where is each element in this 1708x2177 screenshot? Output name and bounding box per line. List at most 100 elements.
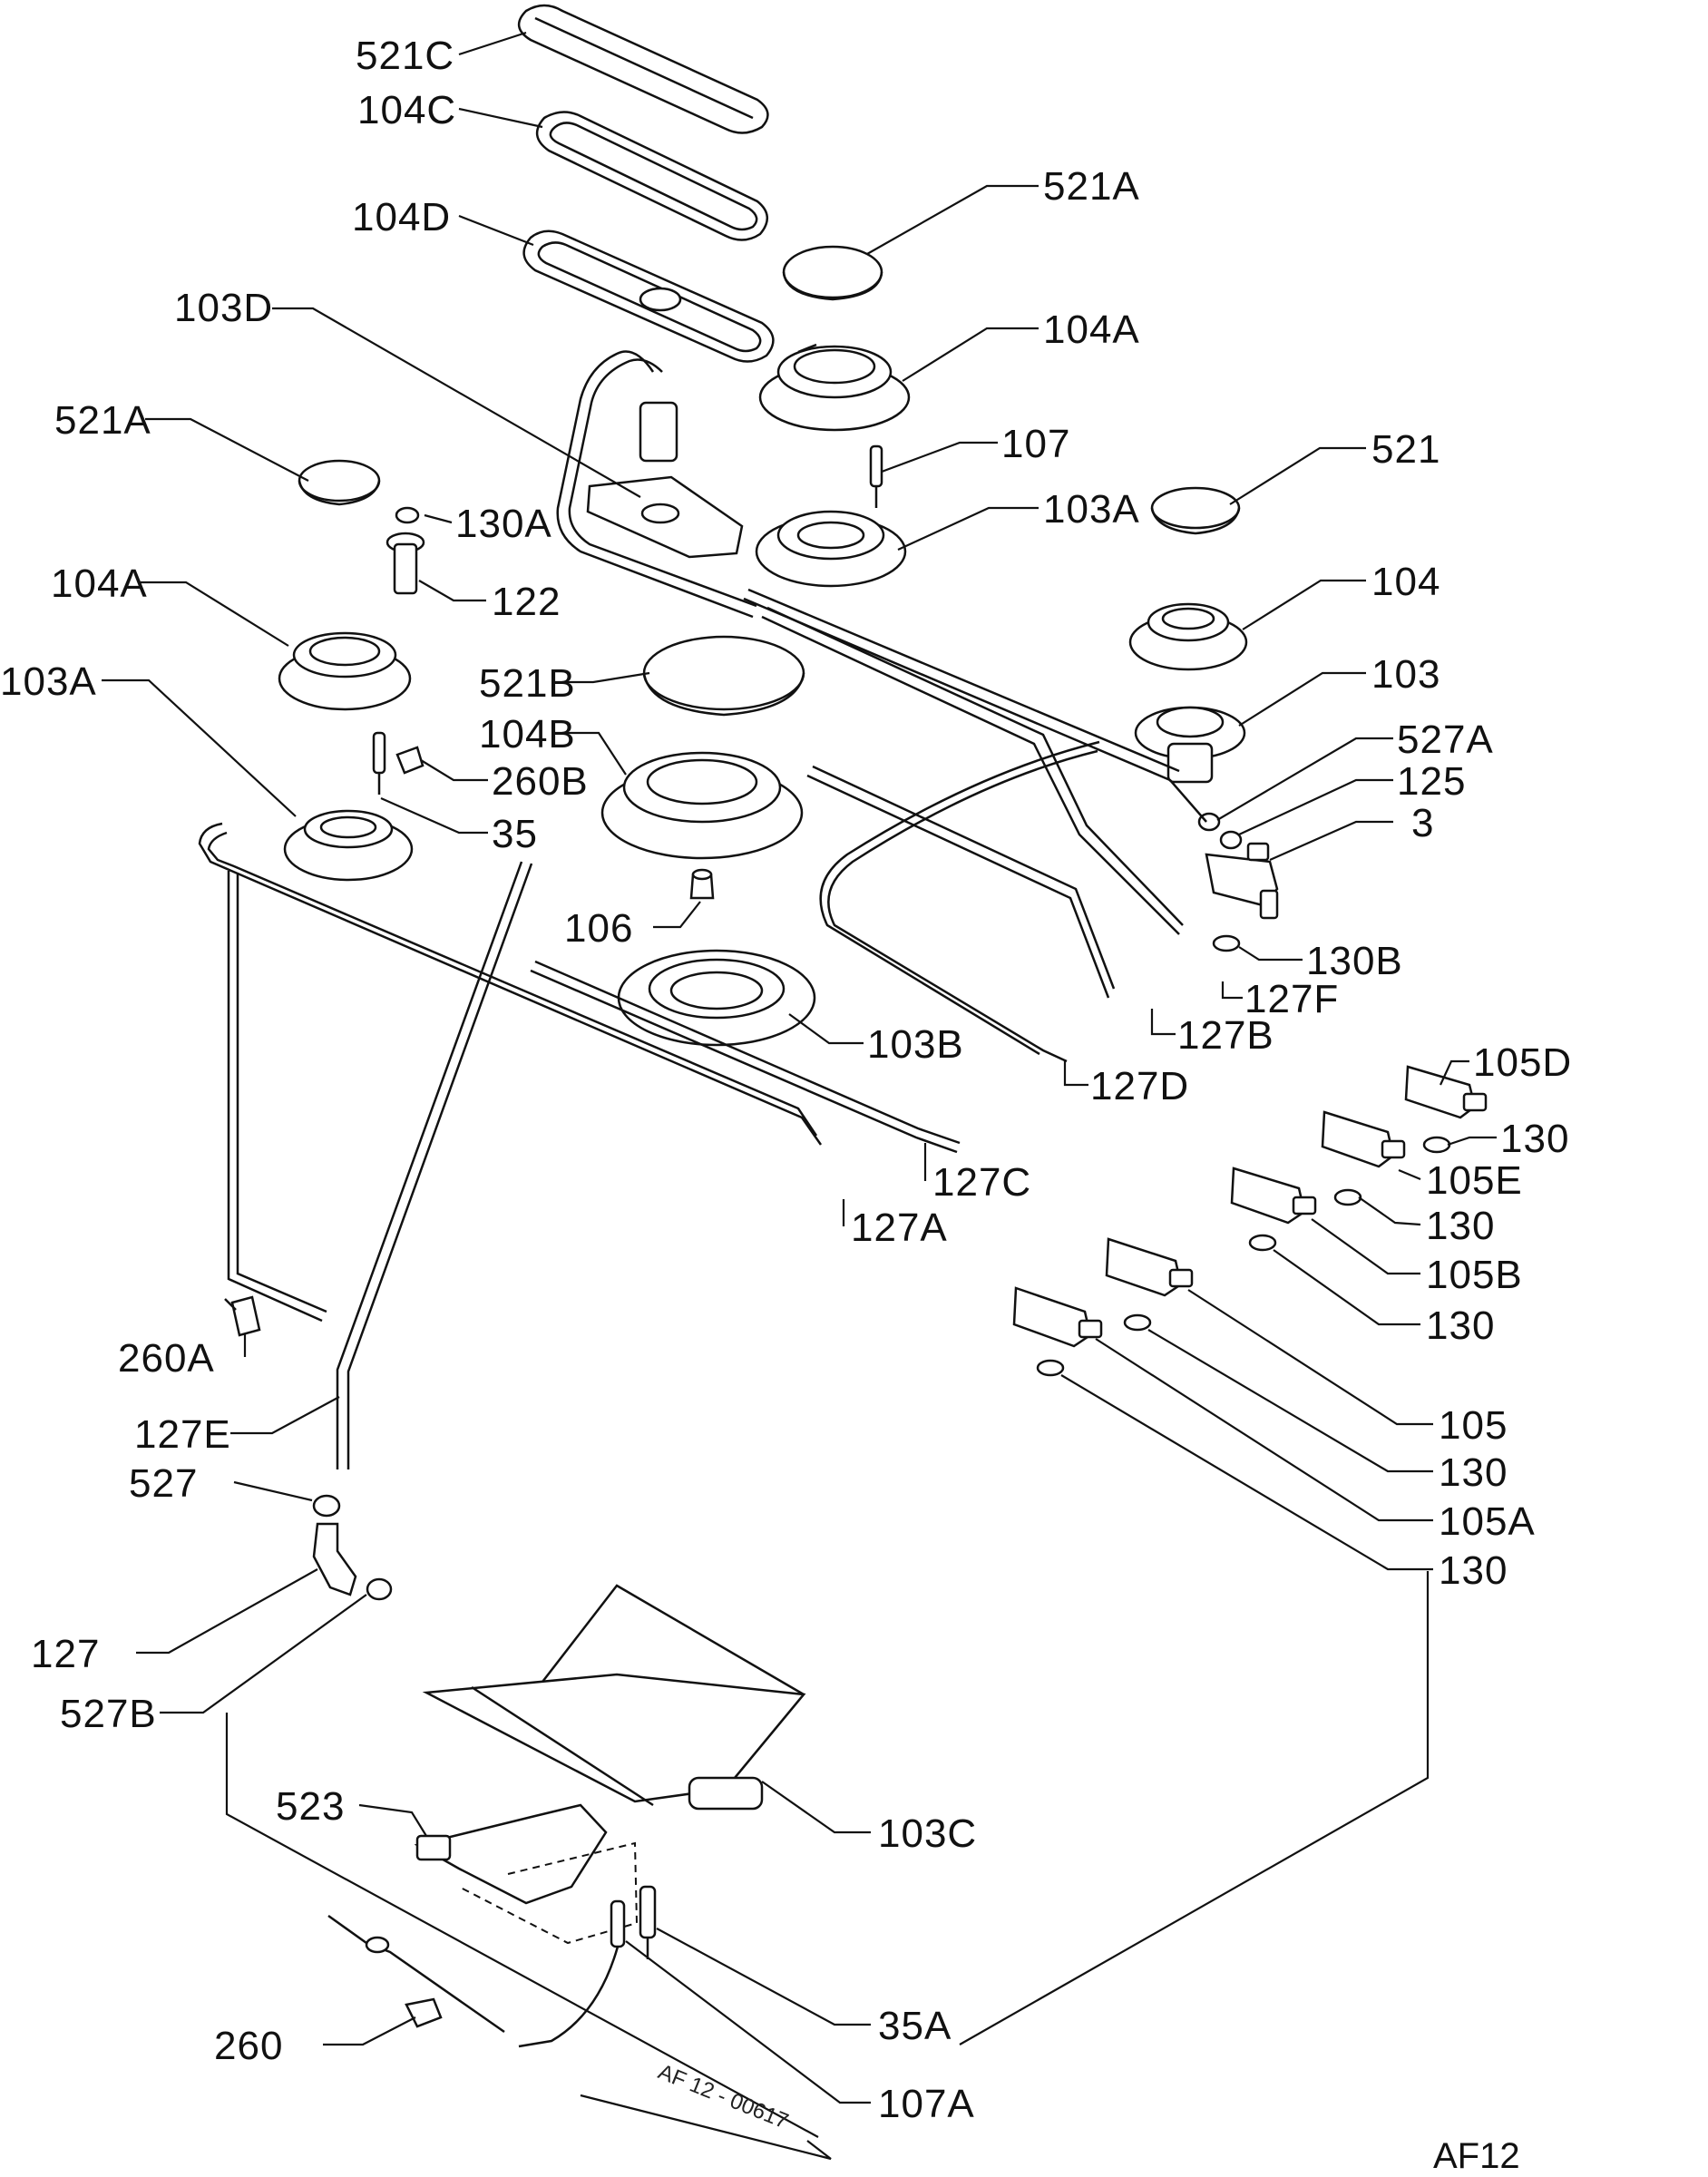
part-122-jet bbox=[386, 532, 425, 595]
part-105e-injector bbox=[1321, 1110, 1406, 1168]
label-103a-left: 103A bbox=[0, 659, 97, 704]
part-130b-washer bbox=[1212, 934, 1241, 952]
part-527-nut bbox=[312, 1494, 341, 1518]
label-260b: 260B bbox=[492, 759, 589, 804]
label-260: 260 bbox=[214, 2024, 283, 2068]
part-107a-thermocouple bbox=[518, 1899, 626, 2048]
part-127e-pipe bbox=[336, 861, 533, 1469]
part-103a-burner-base-right bbox=[755, 510, 907, 588]
label-106: 106 bbox=[564, 906, 633, 951]
part-260a-clip bbox=[224, 1295, 261, 1337]
part-103c-tray bbox=[422, 1584, 806, 1811]
label-523: 523 bbox=[276, 1784, 345, 1829]
label-130a: 130A bbox=[455, 502, 552, 546]
part-35-electrode bbox=[372, 731, 386, 795]
part-521-cap bbox=[1150, 486, 1241, 535]
label-130-1: 130 bbox=[1500, 1117, 1569, 1161]
part-105a-injector bbox=[1012, 1286, 1103, 1348]
label-105b: 105B bbox=[1426, 1253, 1523, 1297]
part-127-elbow bbox=[312, 1522, 357, 1596]
label-107: 107 bbox=[1001, 422, 1070, 466]
part-103a-burner-base-left bbox=[283, 809, 414, 882]
part-521a-cap-top bbox=[782, 245, 883, 301]
part-130-washer-5 bbox=[1036, 1359, 1065, 1377]
part-107-thermocouple bbox=[869, 444, 883, 508]
label-104a-top: 104A bbox=[1043, 308, 1140, 352]
part-103b-burner-base bbox=[617, 949, 816, 1047]
label-103c: 103C bbox=[878, 1811, 977, 1856]
label-105d: 105D bbox=[1473, 1040, 1572, 1085]
label-527b: 527B bbox=[60, 1692, 157, 1736]
part-130-washer-4 bbox=[1123, 1313, 1152, 1332]
part-105d-injector bbox=[1404, 1065, 1488, 1119]
label-35: 35 bbox=[492, 812, 538, 856]
part-104-burner bbox=[1128, 602, 1248, 671]
label-527: 527 bbox=[129, 1461, 198, 1506]
label-127f: 127F bbox=[1244, 977, 1339, 1021]
label-127: 127 bbox=[31, 1632, 100, 1676]
label-127d: 127D bbox=[1090, 1064, 1189, 1108]
label-104b: 104B bbox=[479, 712, 576, 757]
part-gas-pipes bbox=[198, 588, 1207, 1323]
part-104d-ring bbox=[522, 229, 775, 363]
label-130-3: 130 bbox=[1426, 1303, 1495, 1348]
part-104a-burner-top bbox=[758, 343, 911, 432]
label-103: 103 bbox=[1371, 652, 1440, 697]
label-105a: 105A bbox=[1439, 1499, 1536, 1544]
label-127a: 127A bbox=[851, 1206, 948, 1250]
part-105-injector bbox=[1105, 1237, 1194, 1297]
label-130-4: 130 bbox=[1439, 1450, 1508, 1495]
label-127b: 127B bbox=[1177, 1013, 1274, 1058]
part-130-washer-2 bbox=[1333, 1188, 1362, 1206]
label-103b: 103B bbox=[867, 1022, 964, 1067]
label-105: 105 bbox=[1439, 1403, 1508, 1448]
label-130b: 130B bbox=[1306, 939, 1403, 983]
part-103-burner-base bbox=[1134, 706, 1246, 784]
part-35a-electrode bbox=[639, 1885, 657, 1959]
part-527b-nut bbox=[366, 1577, 393, 1601]
label-104d: 104D bbox=[352, 195, 451, 239]
parts-drawing bbox=[198, 4, 1488, 2048]
label-105e: 105E bbox=[1426, 1158, 1523, 1203]
part-521b-cap bbox=[642, 635, 805, 717]
part-106-jet bbox=[689, 868, 715, 900]
label-122: 122 bbox=[492, 580, 561, 624]
part-3-valve bbox=[1205, 842, 1279, 920]
part-260-clip bbox=[327, 1914, 505, 2034]
label-3: 3 bbox=[1411, 801, 1434, 845]
label-130-5: 130 bbox=[1439, 1548, 1508, 1593]
label-521a-top: 521A bbox=[1043, 164, 1140, 209]
drawing-reference: AF 12 - 00617 bbox=[655, 2060, 792, 2134]
label-521c: 521C bbox=[356, 34, 454, 78]
diagram-code: AF12 bbox=[1433, 2136, 1520, 2176]
label-260a: 260A bbox=[118, 1336, 215, 1381]
part-130-washer-3 bbox=[1248, 1234, 1277, 1252]
label-103a-right: 103A bbox=[1043, 487, 1140, 532]
callout-labels: 521C 104C 104D 103D 521A 104A 107 521 10… bbox=[0, 34, 1572, 2176]
part-105b-injector bbox=[1230, 1167, 1317, 1225]
label-104a-left: 104A bbox=[51, 561, 148, 606]
label-527a: 527A bbox=[1397, 718, 1494, 762]
part-104b-burner bbox=[600, 751, 804, 860]
label-104c: 104C bbox=[357, 88, 456, 132]
part-521a-cap-left bbox=[298, 459, 381, 506]
leader-lines bbox=[102, 31, 1497, 2161]
label-125: 125 bbox=[1397, 759, 1466, 804]
label-127c: 127C bbox=[932, 1160, 1031, 1205]
part-103d-bracket bbox=[556, 350, 757, 619]
label-521: 521 bbox=[1371, 427, 1440, 472]
label-107a: 107A bbox=[878, 2082, 975, 2126]
label-521a-left: 521A bbox=[54, 398, 151, 443]
part-523-bracket bbox=[414, 1803, 639, 1945]
part-130-washer-1 bbox=[1422, 1136, 1451, 1154]
part-104c-ring bbox=[536, 111, 768, 241]
label-35a: 35A bbox=[878, 2004, 952, 2048]
label-104: 104 bbox=[1371, 560, 1440, 604]
part-104a-burner-left bbox=[278, 631, 412, 711]
label-127e: 127E bbox=[134, 1412, 231, 1457]
part-130a-washer bbox=[395, 506, 420, 524]
label-130-2: 130 bbox=[1426, 1204, 1495, 1248]
label-103d: 103D bbox=[174, 286, 273, 330]
